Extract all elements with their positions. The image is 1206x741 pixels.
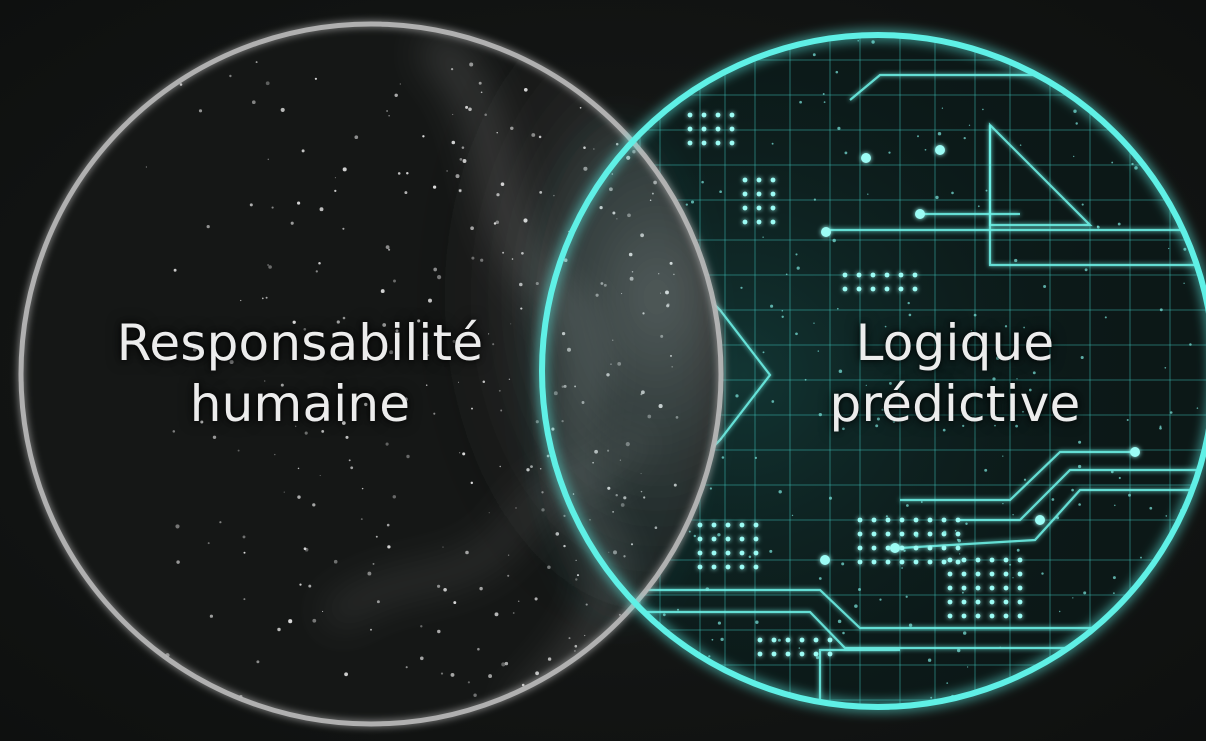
right-circle-label: Logique prédictive [770, 313, 1140, 435]
right-circle-outline [539, 32, 1206, 710]
right-label-line1: Logique [855, 314, 1055, 372]
left-label-line2: humaine [189, 375, 411, 433]
left-label-line1: Responsabilité [116, 314, 484, 372]
left-circle-label: Responsabilité humaine [40, 313, 560, 435]
right-label-line2: prédictive [829, 375, 1081, 433]
overlap-haze [530, 120, 710, 620]
left-circle-outline [18, 21, 724, 727]
